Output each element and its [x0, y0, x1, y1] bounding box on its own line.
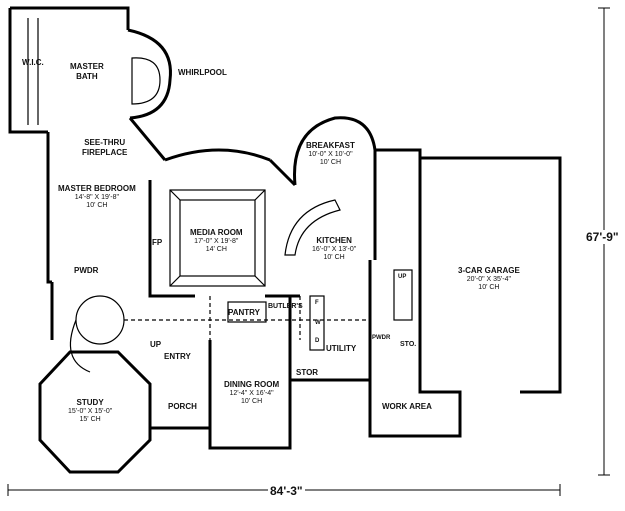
wall [148, 380, 292, 450]
label-utility: UTILITY [326, 344, 357, 353]
room-name: BREAKFAST [306, 141, 355, 150]
wall [8, 8, 48, 134]
label-fp: FP [152, 238, 163, 247]
depth-dimension: 67'-9" [586, 230, 619, 244]
room-name: MEDIA ROOM [190, 228, 243, 237]
label-pwdr-right: PWDR [372, 335, 391, 341]
label-wic: W.I.C. [22, 58, 44, 67]
room-name: KITCHEN [316, 236, 352, 245]
wall [288, 296, 370, 382]
room-size: 14'-8" X 19'-8" [74, 194, 119, 201]
fixture-d: D [315, 338, 320, 344]
room-ceiling: 10' CH [240, 398, 263, 405]
label-sto: STO. [400, 341, 417, 348]
label-dining-room: DINING ROOM 12'-4" X 16'-4" 10' CH [224, 380, 279, 406]
wall [127, 28, 172, 120]
room-ceiling: 10' CH [86, 202, 108, 209]
label-master-bath: MASTER BATH [70, 62, 104, 81]
room-ceiling: 14' CH [205, 246, 227, 253]
label-up-stair: UP [150, 340, 162, 349]
room-ceiling: 10' CH [478, 284, 500, 291]
wall [293, 116, 377, 186]
wall [46, 150, 52, 284]
label-porch: PORCH [168, 402, 197, 411]
room-name: MASTER BEDROOM [58, 184, 136, 193]
room-size: 15'-0" X 15'-0" [68, 408, 113, 415]
wall [128, 117, 167, 161]
room-size: 10'-0" X 10'-0" [308, 151, 353, 158]
tray-ceiling [169, 189, 266, 287]
label-study: STUDY 15'-0" X 15'-0" 15' CH [68, 398, 112, 424]
label-entry: ENTRY [164, 352, 191, 361]
label-media-room: MEDIA ROOM 17'-0" X 19'-8" 14' CH [190, 228, 243, 254]
fixture-w: W [315, 320, 321, 326]
width-dimension: 84'-3" [268, 484, 305, 498]
room-ceiling: 10' CH [323, 254, 345, 261]
wall [148, 180, 195, 298]
label-see-thru-fireplace: SEE-THRU FIREPLACE [82, 138, 128, 157]
label-garage: 3-CAR GARAGE 20'-0" X 35'-4" 10' CH [458, 266, 520, 292]
wall [368, 158, 462, 438]
room-ceiling: 15' CH [79, 416, 101, 423]
label-butlers: BUTLER'S [268, 303, 303, 310]
label-stor: STOR [296, 368, 319, 377]
room-name: DINING ROOM [224, 380, 280, 389]
label-pantry: PANTRY [228, 308, 260, 317]
label-kitchen: KITCHEN 16'-0" X 13'-0" 10' CH [312, 236, 356, 262]
label-whirlpool: WHIRLPOOL [178, 68, 227, 77]
tray-ceiling-inner [179, 199, 256, 277]
room-name: STUDY [76, 398, 104, 407]
wall [268, 158, 297, 187]
room-size: 12'-4" X 16'-4" [229, 390, 274, 397]
garage-stair [393, 269, 413, 321]
fixture-f: F [315, 300, 319, 306]
room-size: 17'-0" X 19'-8" [194, 238, 239, 245]
whirlpool-tub [131, 57, 161, 105]
label-up-garage: UP [398, 274, 407, 280]
wall [10, 6, 130, 30]
room-ceiling: 10' CH [319, 159, 342, 166]
label-pwdr-left: PWDR [74, 266, 99, 275]
kitchen-island [284, 199, 341, 256]
stair [75, 295, 125, 345]
wall [38, 350, 152, 474]
wall [164, 148, 271, 162]
label-master-bedroom: MASTER BEDROOM 14'-8" X 19'-8" 10' CH [58, 184, 136, 210]
room-size: 20'-0" X 35'-4" [466, 276, 511, 283]
label-work-area: WORK AREA [382, 402, 432, 411]
room-name: 3-CAR GARAGE [458, 266, 520, 275]
wall [375, 148, 562, 394]
room-size: 16'-0" X 13'-0" [312, 246, 357, 253]
label-breakfast: BREAKFAST 10'-0" X 10'-0" 10' CH [306, 141, 355, 167]
